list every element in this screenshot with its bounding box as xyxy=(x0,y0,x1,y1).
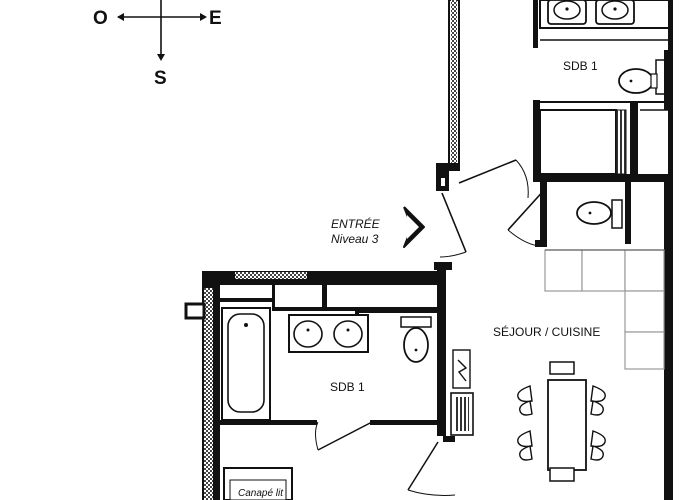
entrance-title: ENTRÉE xyxy=(331,216,381,231)
bath-bottom-label: SDB 1 xyxy=(330,380,365,394)
arrow-east-icon xyxy=(200,13,207,21)
upper-corridor-wall xyxy=(436,0,460,191)
sofa-bed-label: Canapé lit xyxy=(238,488,284,499)
top-toilet-icon xyxy=(618,59,669,95)
compass: O E S xyxy=(93,0,222,89)
bottom-toilet-icon xyxy=(400,316,432,363)
bathroom-top: SDB 1 xyxy=(533,0,671,110)
wc-room xyxy=(507,182,631,247)
compass-south-label: S xyxy=(154,68,167,89)
sofa-bed: Canapé lit xyxy=(223,467,293,500)
arrow-south-icon xyxy=(157,54,165,61)
entrance-level: Niveau 3 xyxy=(331,232,379,246)
dining-chairs xyxy=(517,385,606,461)
compass-east-label: E xyxy=(209,8,222,29)
kitchen-units xyxy=(544,249,665,370)
right-outer-wall xyxy=(664,0,673,500)
bath-top-label: SDB 1 xyxy=(563,59,598,73)
dining-table xyxy=(517,361,606,482)
closet-block xyxy=(533,100,668,182)
arrow-west-icon xyxy=(117,13,124,21)
lower-corridor-door xyxy=(407,441,456,496)
electrical-panel xyxy=(443,349,474,442)
top-sink-right-icon xyxy=(595,0,635,25)
bottom-double-sink-icon xyxy=(288,314,369,353)
bathroom-bottom: SDB 1 xyxy=(184,262,452,500)
living-room-label: SÉJOUR / CUISINE xyxy=(493,324,600,339)
entrance-door xyxy=(439,159,529,258)
compass-west-label: O xyxy=(93,8,108,29)
top-sink-left-icon xyxy=(547,0,587,25)
bathtub-icon xyxy=(221,307,271,421)
wc-toilet-icon xyxy=(576,199,623,229)
